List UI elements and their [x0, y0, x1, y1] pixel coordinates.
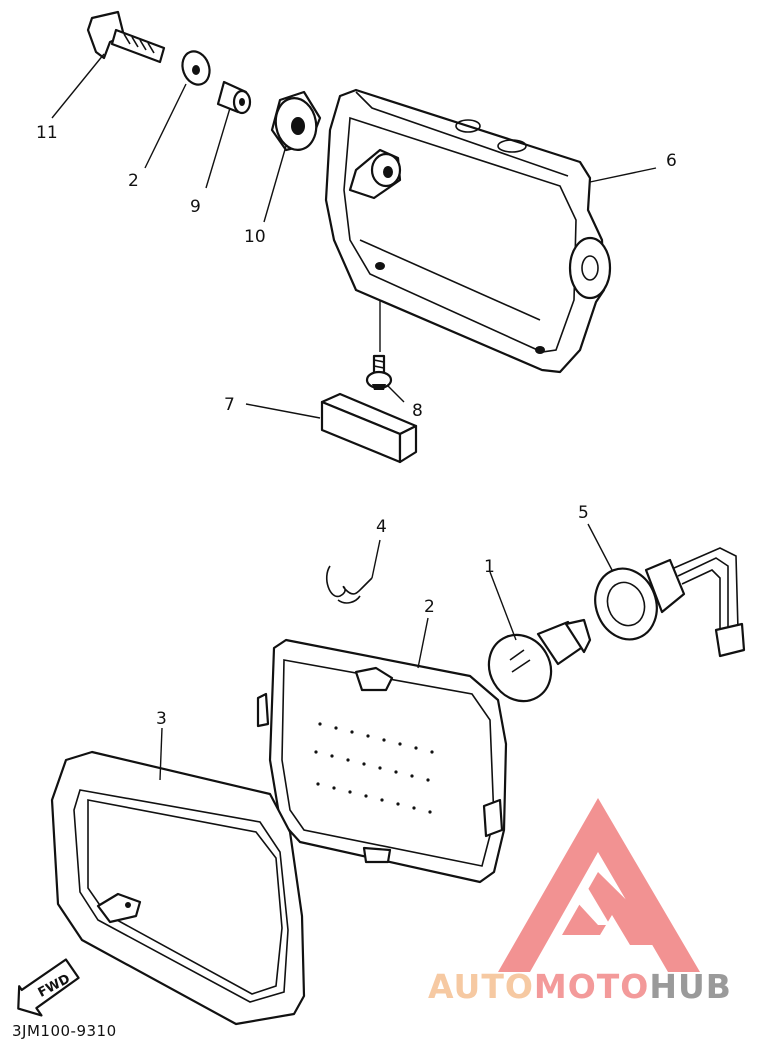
callout-11: 11	[36, 123, 58, 143]
svg-text:AUTOMOTOHUB: AUTOMOTOHUB	[428, 967, 732, 1006]
automotohub-watermark: AUTOMOTOHUB	[428, 967, 732, 1006]
fwd-arrow-icon: FWD	[17, 958, 80, 1017]
part-7-pad	[320, 392, 418, 464]
part-3-rim	[50, 750, 306, 1026]
callout-9: 9	[190, 197, 201, 217]
leader-lines	[51, 53, 657, 781]
callout-2: 2	[424, 597, 435, 617]
part-10-grommet	[270, 90, 322, 152]
part-code: 3JM100-9310	[12, 1022, 117, 1040]
watermark-auto: AUTO	[428, 967, 534, 1006]
part-8-screw	[365, 354, 393, 390]
part-5-socket	[594, 547, 746, 658]
automotohub-logo	[498, 798, 700, 972]
callout-5: 5	[578, 503, 589, 523]
lens-texture	[314, 722, 434, 814]
part-9-collar	[216, 80, 252, 115]
part-2-headlight-unit	[256, 638, 508, 884]
callout-7: 7	[224, 395, 235, 415]
part-11-bolt	[86, 10, 166, 64]
part-4-spring	[325, 565, 373, 604]
watermark-hub: HUB	[649, 967, 732, 1006]
callout-6: 6	[666, 151, 677, 171]
part-2-washer	[181, 50, 211, 86]
callout-numbers: 11 2 9 10 6 8 7 4 2 1 5 3	[36, 123, 677, 729]
part-1-bulb	[487, 618, 592, 703]
part-6-headlight-body	[324, 88, 612, 374]
callout-3: 3	[156, 709, 167, 729]
callout-2-washer: 2	[128, 171, 139, 191]
callout-10: 10	[244, 227, 266, 247]
watermark-moto: MOTO	[534, 967, 649, 1006]
callout-8: 8	[412, 401, 423, 421]
callout-4: 4	[376, 517, 387, 537]
callout-1: 1	[484, 557, 495, 577]
